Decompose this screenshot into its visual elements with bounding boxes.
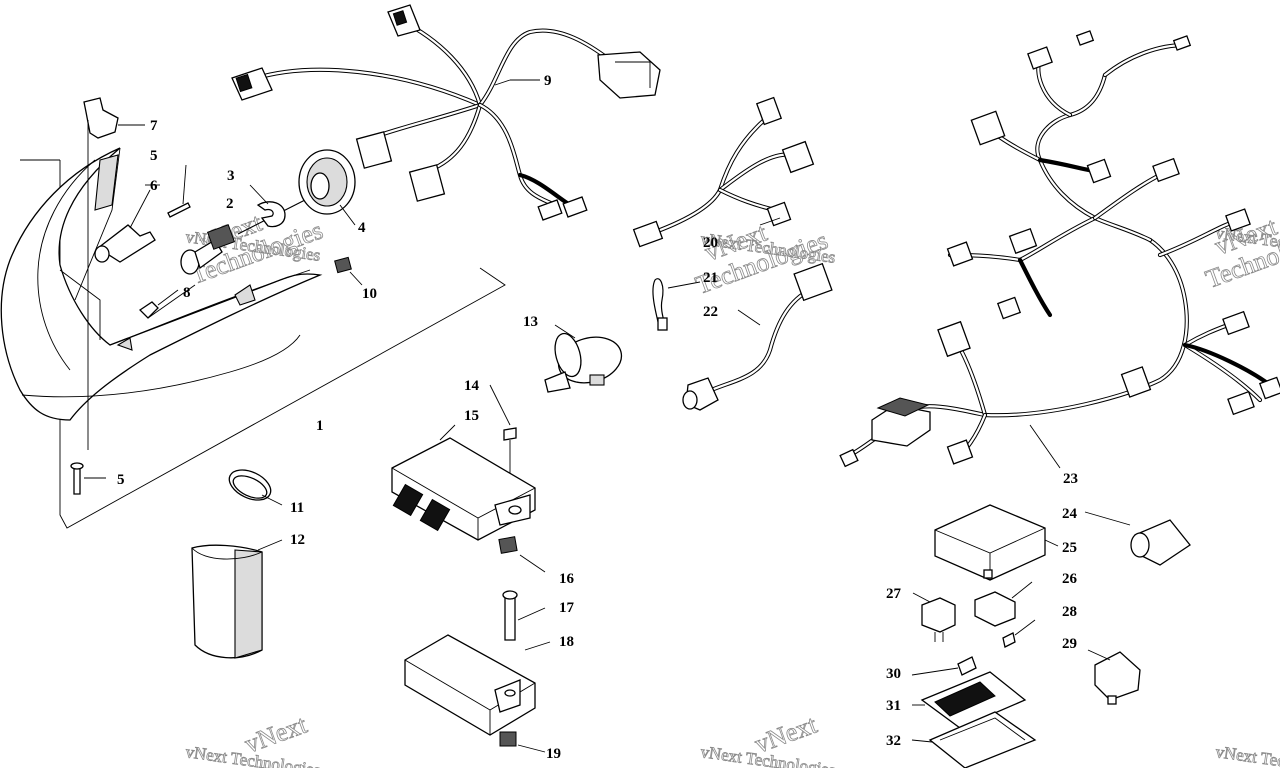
callout-5: 5 — [117, 472, 125, 488]
callout-15: 15 — [464, 408, 479, 424]
connector — [1152, 157, 1180, 183]
connector — [562, 196, 588, 218]
bulb-socket — [96, 224, 156, 263]
ring-clamp — [228, 469, 283, 506]
connector — [1172, 35, 1192, 51]
dust-cover — [298, 149, 356, 226]
clip — [138, 301, 159, 319]
connector — [1075, 30, 1095, 46]
callout-20: 20 — [703, 235, 718, 251]
callout-13: 13 — [523, 314, 538, 330]
connector — [1225, 208, 1251, 232]
callout-17: 17 — [559, 600, 575, 616]
callout-5: 5 — [150, 148, 158, 164]
connector — [1120, 366, 1152, 398]
connector — [408, 164, 446, 202]
callout-14: 14 — [464, 378, 480, 394]
clip — [334, 256, 352, 274]
connector — [946, 439, 974, 465]
connector — [1086, 158, 1112, 184]
control-module — [391, 424, 536, 541]
callout-3: 3 — [227, 168, 235, 184]
connector — [781, 140, 815, 174]
headlight-housing — [0, 147, 323, 421]
electrical-components — [911, 504, 1191, 768]
bolt — [504, 594, 516, 641]
callout-18: 18 — [559, 634, 574, 650]
callout-16: 16 — [559, 571, 575, 587]
retaining-clip — [256, 201, 286, 228]
fuse — [1002, 632, 1016, 648]
plug-connector — [1087, 649, 1141, 705]
connector — [537, 199, 563, 221]
sub-harness — [632, 96, 833, 411]
callout-32: 32 — [886, 733, 901, 749]
callout-23: 23 — [1063, 471, 1078, 487]
fuse-cover — [911, 711, 1037, 768]
callout-4: 4 — [358, 220, 366, 236]
connector — [766, 201, 792, 227]
fuse-label — [912, 671, 1027, 729]
connector-plug — [1084, 511, 1191, 566]
callout-10: 10 — [362, 286, 377, 302]
connector — [755, 96, 783, 126]
screw — [73, 465, 81, 495]
connector — [996, 296, 1022, 320]
nut — [498, 536, 518, 554]
callout-26: 26 — [1062, 571, 1078, 587]
horn — [544, 324, 623, 393]
callout-28: 28 — [1062, 604, 1077, 620]
connector — [1227, 390, 1255, 416]
bracket — [83, 97, 119, 139]
screw — [167, 202, 191, 218]
relay-box — [934, 504, 1059, 581]
module-group — [391, 324, 623, 753]
relay — [974, 581, 1033, 627]
headlight-bulb — [180, 199, 306, 275]
headlight-harness — [231, 4, 661, 221]
headlight-assembly — [0, 97, 506, 659]
nut — [499, 731, 517, 747]
connector — [1258, 376, 1280, 400]
callout-24: 24 — [1062, 506, 1078, 522]
callout-7: 7 — [150, 118, 158, 134]
mini-relay — [912, 592, 956, 642]
connector — [632, 220, 664, 248]
cable-strap — [652, 278, 667, 331]
callout-6: 6 — [150, 178, 158, 194]
callout-8: 8 — [183, 285, 191, 301]
callout-12: 12 — [290, 532, 305, 548]
watermark-line: vNext Technologies — [1214, 742, 1280, 768]
callout-30: 30 — [886, 666, 901, 682]
callout-1: 1 — [316, 418, 324, 434]
connector — [1027, 46, 1053, 70]
connector — [793, 262, 833, 302]
foam-sleeve — [191, 539, 283, 659]
connector — [946, 241, 974, 267]
bolt — [503, 427, 517, 441]
callout-22: 22 — [703, 304, 718, 320]
callout-29: 29 — [1062, 636, 1077, 652]
callout-9: 9 — [544, 73, 552, 89]
main-wiring-harness — [839, 30, 1280, 469]
connector — [970, 110, 1006, 146]
callout-11: 11 — [290, 500, 304, 516]
callout-25: 25 — [1062, 540, 1077, 556]
connector — [597, 51, 661, 99]
callout-31: 31 — [886, 698, 901, 714]
connector — [355, 131, 393, 169]
connector — [937, 320, 971, 358]
connector — [1222, 310, 1250, 336]
fuse — [957, 656, 977, 676]
connector — [1008, 227, 1038, 255]
callout-21: 21 — [703, 270, 718, 286]
callout-27: 27 — [886, 586, 902, 602]
callouts: 1 2 3 4 5 5 6 7 8 9 10 11 12 13 14 15 16… — [117, 73, 1078, 762]
callout-2: 2 — [226, 196, 234, 212]
callout-19: 19 — [546, 746, 561, 762]
fuse-box — [839, 397, 931, 468]
module — [404, 634, 551, 736]
